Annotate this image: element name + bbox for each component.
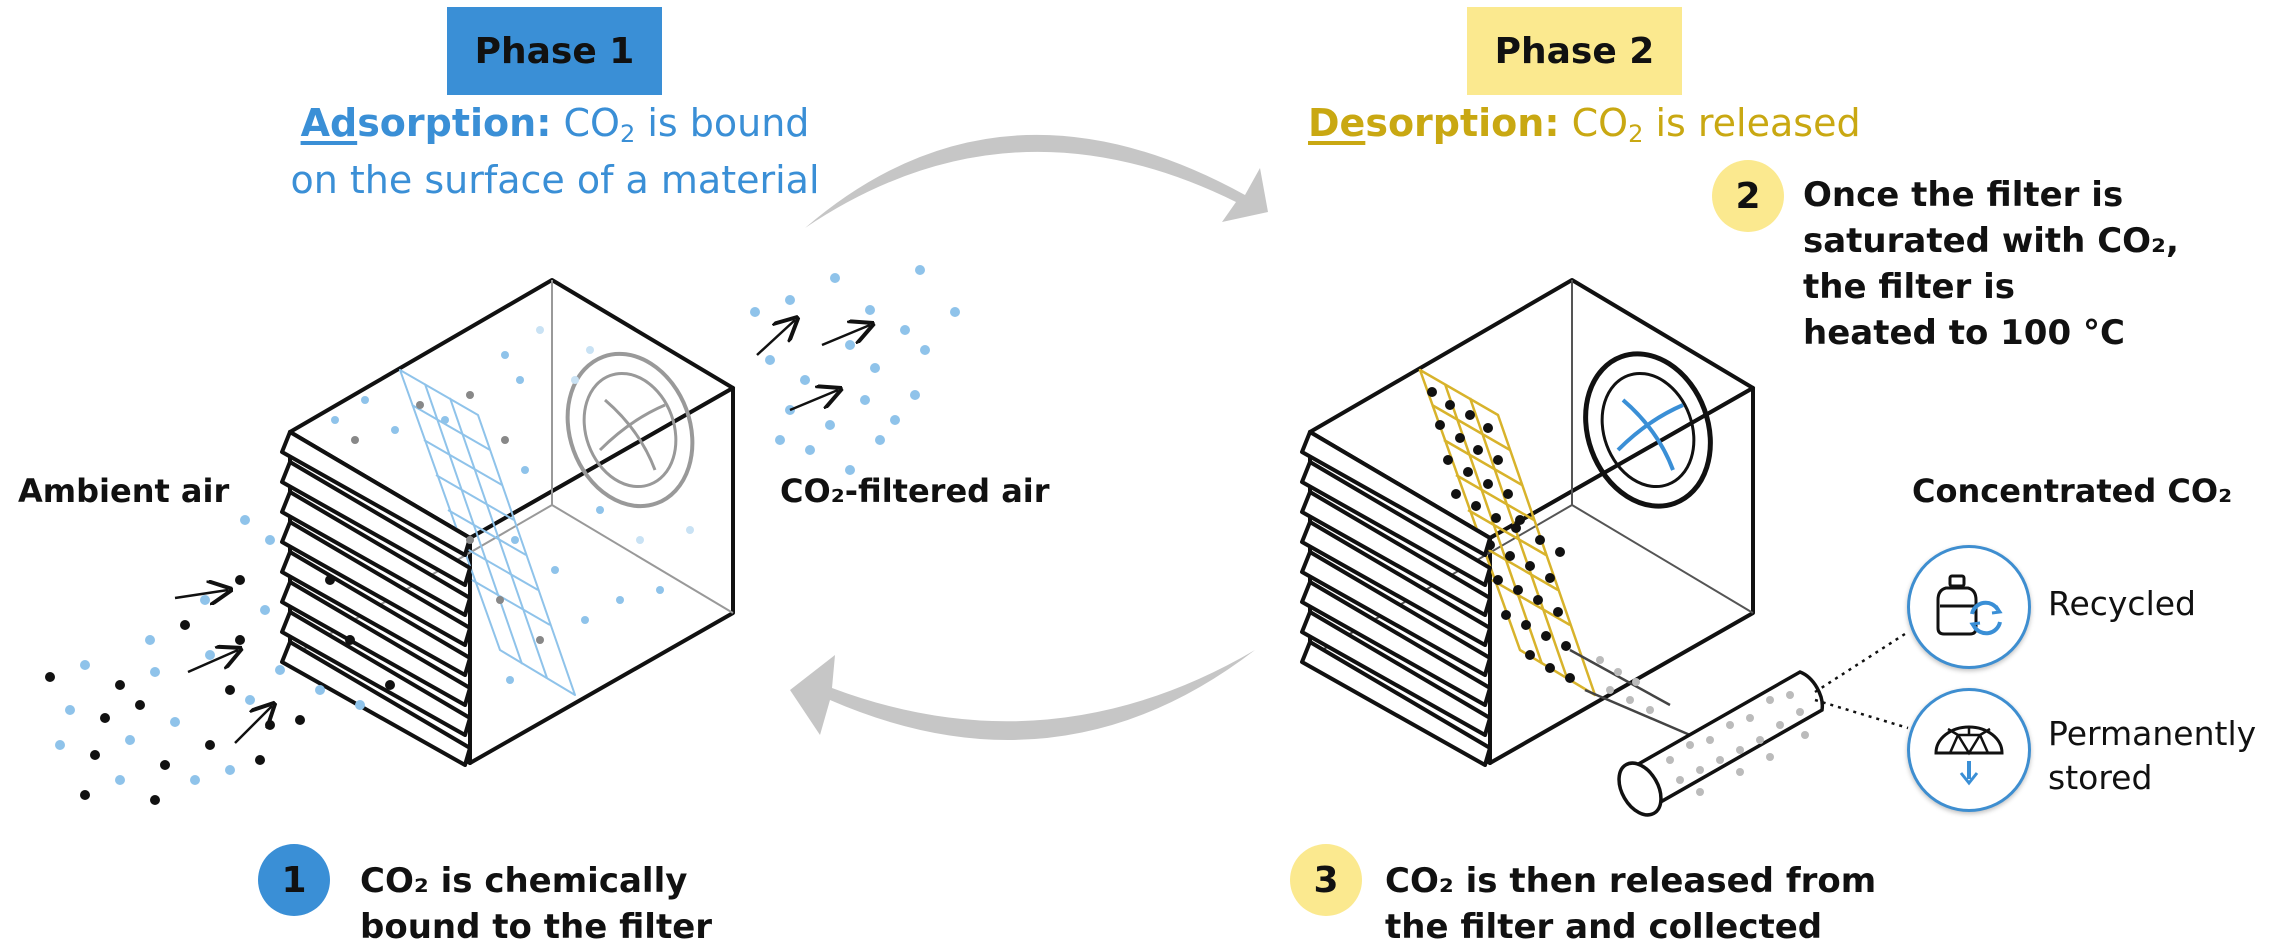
phase2-desc-b: is released	[1643, 101, 1861, 145]
phase2-desc-sub: 2	[1628, 120, 1644, 148]
step2-line3: the filter is	[1803, 267, 2016, 307]
recycled-circle	[1907, 545, 2031, 669]
filtered-air-label: CO₂-filtered air	[780, 472, 1050, 510]
step1-line2: bound to the filter	[360, 907, 713, 947]
recycle-icon	[1936, 574, 2003, 636]
step1-number-text: 1	[281, 859, 307, 901]
phase1-term-prefix: Ad	[300, 101, 358, 145]
step2-line1: Once the filter is	[1803, 175, 2124, 215]
step2-number-text: 2	[1735, 175, 1761, 217]
phase2-badge: Phase 2	[1467, 7, 1682, 95]
step2-number: 2	[1712, 160, 1784, 232]
cycle-arrow-bottom	[790, 650, 1255, 740]
phase2-term-prefix: De	[1308, 101, 1366, 145]
outflow-arrows	[756, 320, 870, 412]
collection-pipe	[1569, 648, 1825, 817]
louvers-2	[1300, 430, 1492, 767]
phase1-title: Phase 1	[474, 30, 635, 72]
phase2-term-rest: sorption:	[1365, 101, 1560, 145]
step3-line1: CO₂ is then released from	[1385, 861, 1877, 901]
step3-line2: the filter and collected	[1385, 907, 1823, 947]
phase2-title: Phase 2	[1494, 30, 1655, 72]
phase1-desc-b: is bound	[635, 101, 810, 145]
phase2-description: Desorption: CO2 is released	[1308, 100, 1868, 157]
phase1-desc-line2: on the surface of a material	[290, 158, 820, 202]
phase1-description: Adsorption: CO2 is bound on the surface …	[250, 100, 860, 203]
phase1-term-rest: sorption:	[357, 101, 552, 145]
step3-text: CO₂ is then released from the filter and…	[1385, 858, 1876, 950]
dotted-connectors	[1814, 630, 1909, 730]
step1-text: CO₂ is chemically bound to the filter	[360, 858, 712, 950]
phase2-desc-a: CO	[1571, 101, 1629, 145]
step3-number-text: 3	[1313, 859, 1339, 901]
phase1-desc-sub: 2	[619, 120, 636, 148]
step1-number: 1	[258, 844, 330, 916]
step2-text: Once the filter is saturated with CO₂, t…	[1803, 172, 2179, 356]
phase1-desc-a: CO	[563, 101, 620, 145]
louvers-1	[280, 430, 472, 767]
stored-label-line1: Permanently	[2048, 714, 2257, 753]
storage-dome-icon	[1934, 725, 2004, 786]
step2-line4: heated to 100 °C	[1803, 313, 2125, 353]
cycle-arrow-top	[805, 134, 1268, 228]
box1-particles	[331, 326, 694, 684]
step1-line1: CO₂ is chemically	[360, 861, 688, 901]
step3-number: 3	[1290, 844, 1362, 916]
step2-line2: saturated with CO₂,	[1803, 221, 2179, 261]
concentrated-co2-label: Concentrated CO₂	[1912, 472, 2233, 510]
filtered-air-particles	[750, 265, 960, 475]
phase1-badge: Phase 1	[447, 7, 662, 95]
stored-label-line2: stored	[2048, 758, 2153, 797]
ambient-air-label: Ambient air	[18, 472, 230, 510]
stored-circle	[1907, 688, 2031, 812]
recycled-label: Recycled	[2048, 584, 2196, 623]
inflow-arrows	[174, 590, 272, 744]
